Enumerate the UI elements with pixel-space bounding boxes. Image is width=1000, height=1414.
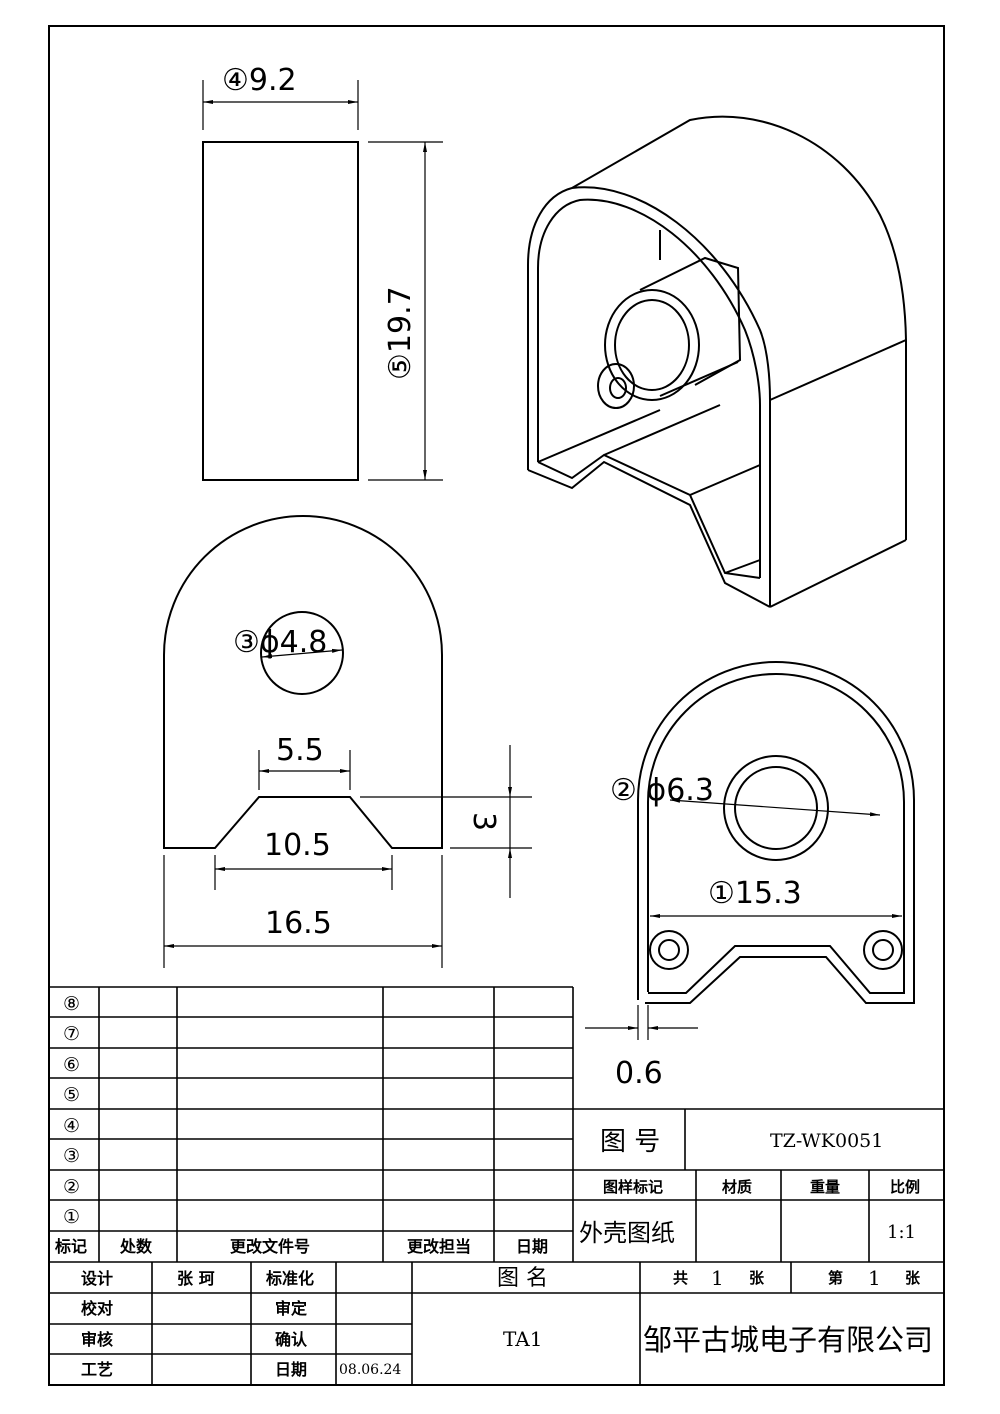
dim-notch-bottom: 10.5 bbox=[264, 828, 331, 863]
dim-notch-depth: 3 bbox=[466, 812, 501, 831]
dim-width-top: ④9.2 bbox=[222, 63, 297, 98]
revision-table bbox=[49, 986, 944, 1263]
date-label: 日期 bbox=[275, 1360, 307, 1379]
date-value: 08.06.24 bbox=[339, 1362, 401, 1378]
dim-front-width: ①15.3 bbox=[708, 876, 802, 911]
rev-mark-8: ⑧ bbox=[63, 993, 80, 1015]
review-label: 审核 bbox=[81, 1330, 113, 1349]
dim-wall: 0.6 bbox=[615, 1056, 663, 1091]
rev-header-owner: 更改担当 bbox=[407, 1237, 471, 1256]
dim-hole-small: ③ϕ4.8 bbox=[233, 625, 327, 660]
material-label: 材质 bbox=[722, 1178, 752, 1196]
mark-label: 图样标记 bbox=[603, 1178, 663, 1196]
rev-mark-5: ⑤ bbox=[63, 1084, 80, 1106]
company-name: 邹平古城电子有限公司 bbox=[643, 1323, 933, 1357]
rev-mark-6: ⑥ bbox=[63, 1054, 80, 1076]
isometric-view bbox=[527, 115, 907, 608]
dim-hole-large: ② ϕ6.3 bbox=[610, 773, 714, 808]
drawing-border bbox=[48, 25, 945, 1386]
approve-label: 审定 bbox=[275, 1299, 307, 1318]
scale-value: 1:1 bbox=[887, 1222, 916, 1243]
dim-notch-top: 5.5 bbox=[276, 733, 324, 768]
rev-header-count: 处数 bbox=[119, 1237, 153, 1256]
rev-mark-2: ② bbox=[63, 1176, 80, 1198]
dim-base-width: 16.5 bbox=[265, 906, 332, 941]
drawing-number-label: 图 号 bbox=[600, 1127, 660, 1157]
total-label: 共 bbox=[673, 1269, 688, 1287]
part-name: TA1 bbox=[503, 1327, 542, 1351]
rev-header-mark: 标记 bbox=[54, 1237, 87, 1256]
title-block-lines bbox=[49, 1108, 944, 1385]
total-count: 1 bbox=[711, 1266, 724, 1290]
check-label: 校对 bbox=[81, 1299, 113, 1318]
page-count: 1 bbox=[868, 1266, 881, 1290]
standard-label: 标准化 bbox=[265, 1269, 314, 1288]
name-label: 图 名 bbox=[497, 1266, 548, 1291]
revision-row-markers: ⑧ ⑦ ⑥ ⑤ ④ ③ ② ① bbox=[63, 993, 80, 1228]
drawing-number: TZ-WK0051 bbox=[770, 1130, 883, 1152]
rev-header-doc: 更改文件号 bbox=[230, 1237, 310, 1256]
scale-label: 比例 bbox=[890, 1178, 920, 1196]
weight-label: 重量 bbox=[810, 1178, 840, 1196]
designer-name: 张 珂 bbox=[177, 1269, 215, 1288]
rev-mark-1: ① bbox=[63, 1206, 80, 1228]
front-view bbox=[585, 661, 915, 1040]
design-label: 设计 bbox=[81, 1269, 113, 1288]
dim-height-side: ⑤19.7 bbox=[383, 286, 418, 380]
side-view bbox=[163, 515, 532, 968]
rev-mark-7: ⑦ bbox=[63, 1023, 80, 1045]
sheet-unit-1: 张 bbox=[749, 1269, 765, 1287]
drawing-title: 外壳图纸 bbox=[579, 1219, 675, 1247]
rev-mark-4: ④ bbox=[63, 1115, 80, 1137]
page-label: 第 bbox=[828, 1269, 843, 1287]
rev-mark-3: ③ bbox=[63, 1145, 80, 1167]
confirm-label: 确认 bbox=[275, 1330, 308, 1349]
top-view bbox=[202, 80, 443, 481]
rev-header-date: 日期 bbox=[516, 1237, 548, 1256]
sheet-unit-2: 张 bbox=[905, 1269, 921, 1287]
process-label: 工艺 bbox=[81, 1360, 113, 1379]
